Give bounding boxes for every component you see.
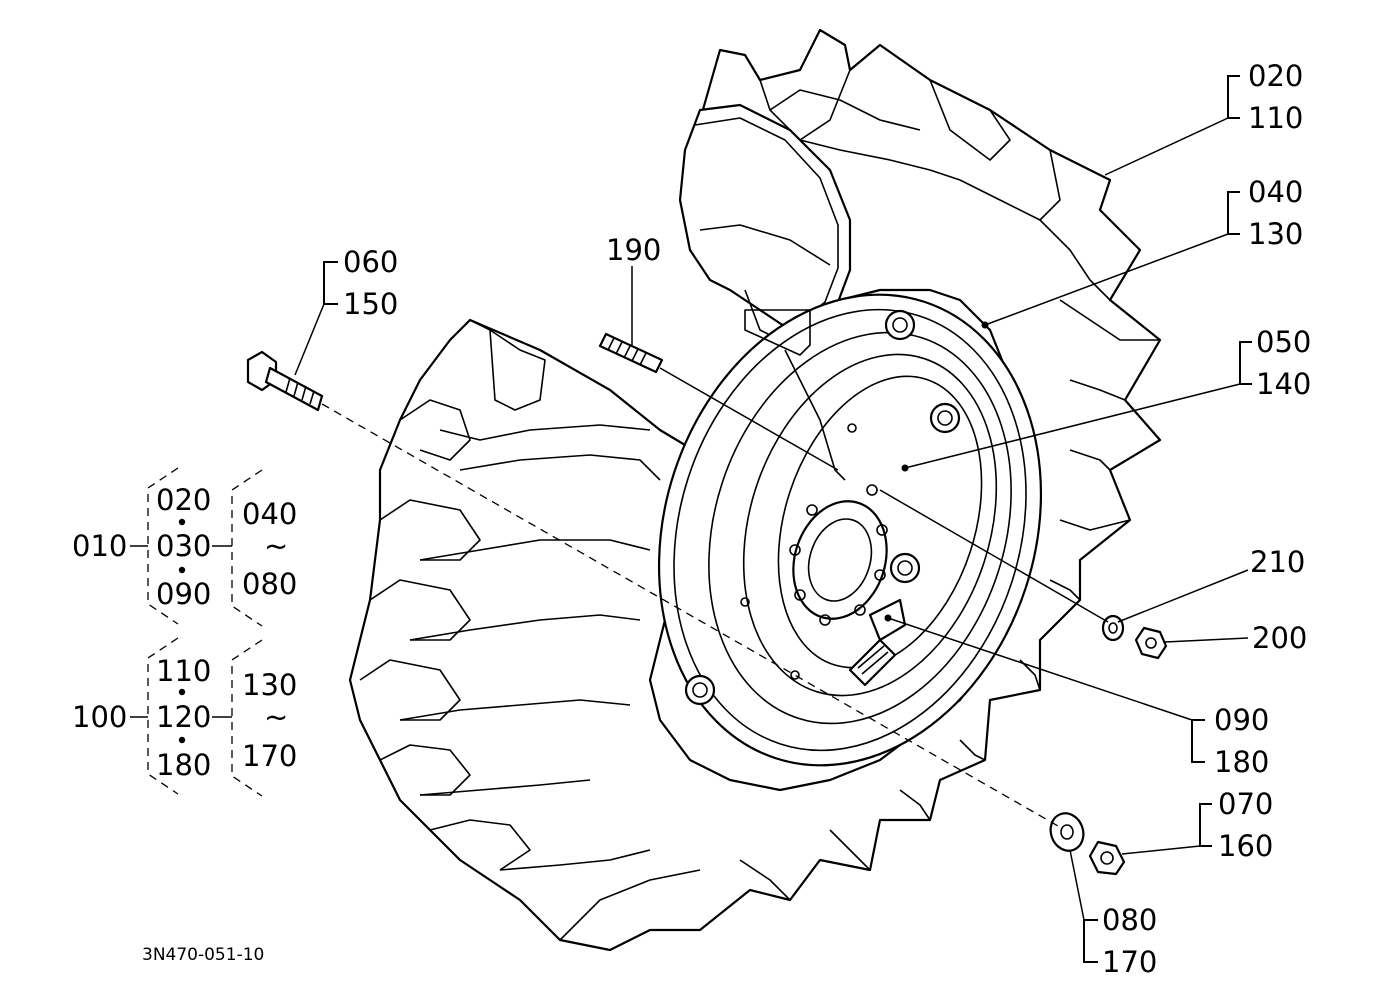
callout-180: 180 bbox=[1214, 745, 1269, 779]
group-010-range-start: 040 bbox=[242, 497, 297, 531]
group-010-item-a: 020 bbox=[156, 483, 211, 517]
group-010-labels: 010 020 030 090 040 ~ 080 bbox=[72, 483, 297, 611]
callout-160: 160 bbox=[1218, 829, 1273, 863]
callout-040: 040 bbox=[1248, 175, 1303, 209]
callout-050: 050 bbox=[1256, 325, 1311, 359]
callout-190: 190 bbox=[606, 233, 661, 267]
rim-nuts bbox=[684, 309, 961, 706]
nut-200 bbox=[1134, 626, 1168, 660]
callout-140: 140 bbox=[1256, 367, 1311, 401]
group-010-range-end: 080 bbox=[242, 567, 297, 601]
group-100-brackets bbox=[130, 637, 263, 797]
group-100-range-start: 130 bbox=[242, 668, 297, 702]
callout-110: 110 bbox=[1248, 101, 1303, 135]
group-100-range-end: 170 bbox=[242, 739, 297, 773]
callout-200: 200 bbox=[1252, 621, 1307, 655]
drawing-code: 3N470-051-10 bbox=[142, 945, 264, 965]
washer-210 bbox=[1101, 614, 1125, 642]
callout-labels: 020 110 040 130 050 140 060 150 190 210 … bbox=[343, 59, 1311, 979]
callout-070: 070 bbox=[1218, 787, 1273, 821]
group-100-tilde: ~ bbox=[264, 700, 288, 734]
callout-210: 210 bbox=[1250, 545, 1305, 579]
group-010-tilde: ~ bbox=[264, 529, 288, 563]
callout-130: 130 bbox=[1248, 217, 1303, 251]
callout-090: 090 bbox=[1214, 703, 1269, 737]
group-100-labels: 100 110 120 180 130 ~ 170 bbox=[72, 654, 297, 782]
stud bbox=[598, 332, 664, 374]
callout-150: 150 bbox=[343, 287, 398, 321]
callout-170: 170 bbox=[1102, 945, 1157, 979]
group-100-item-c: 180 bbox=[156, 748, 211, 782]
washer-080 bbox=[1049, 812, 1085, 852]
tire bbox=[348, 28, 1162, 952]
group-100-item-a: 110 bbox=[156, 654, 211, 688]
nut-070 bbox=[1088, 840, 1126, 876]
bolt bbox=[246, 350, 324, 412]
wheel-rim bbox=[657, 293, 1043, 767]
leader-lines bbox=[294, 75, 1252, 963]
group-100-item-b: 120 bbox=[156, 700, 211, 734]
group-100-main: 100 bbox=[72, 700, 127, 734]
callout-020: 020 bbox=[1248, 59, 1303, 93]
callout-080: 080 bbox=[1102, 903, 1157, 937]
callout-060: 060 bbox=[343, 245, 398, 279]
group-010-main: 010 bbox=[72, 529, 127, 563]
group-010-item-b: 030 bbox=[156, 529, 211, 563]
group-010-item-c: 090 bbox=[156, 577, 211, 611]
group-010-brackets bbox=[130, 467, 263, 627]
